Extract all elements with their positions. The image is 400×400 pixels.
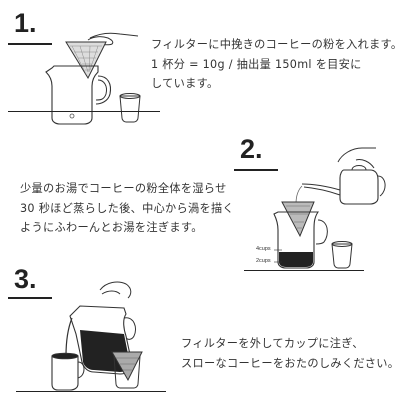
step-2-line-1: 少量のお湯でコーヒーの粉全体を湿らせ [20, 182, 227, 195]
step-1-baseline [8, 111, 160, 112]
step-2-baseline [244, 270, 364, 271]
step-1-illustration [45, 32, 141, 125]
step-3-underline [8, 297, 52, 299]
step-2-underline [234, 169, 278, 171]
step-1-number: 1. [14, 8, 37, 38]
step-3-number: 3. [14, 264, 37, 294]
step-3-line-1: フィルターを外してカップに注ぎ、 [181, 337, 364, 350]
step-1-line-1: フィルターに中挽きのコーヒーの粉を入れます。 [151, 38, 400, 51]
step-2-number: 2. [240, 134, 263, 164]
step-3-baseline [16, 391, 166, 392]
step-2-description: 少量のお湯でコーヒーの粉全体を湿らせ 30 秒ほど蒸らした後、中心から渦を描く … [20, 179, 234, 238]
step-1-description: フィルターに中挽きのコーヒーの粉を入れます。 1 杯分 = 10g / 抽出量 … [151, 35, 400, 94]
step-1-line-3: しています。 [151, 77, 219, 90]
step-3-illustration [51, 281, 143, 391]
step-3-line-2: スローなコーヒーをおたのしみください。 [181, 356, 400, 370]
step-1-underline [8, 43, 52, 45]
step-2-line-3: ようにふわーんとお湯を注ぎます。 [20, 221, 203, 234]
step-2-line-2: 30 秒ほど蒸らした後、中心から渦を描く [20, 201, 234, 215]
cup-level-2cups: 2cups [256, 258, 271, 264]
step-2-illustration [273, 147, 386, 269]
step-1-line-2: 1 杯分 = 10g / 抽出量 150ml を目安に [151, 57, 362, 71]
step-3-description: フィルターを外してカップに注ぎ、 スローなコーヒーをおたのしみください。 [181, 334, 399, 373]
cup-level-4cups: 4cups [256, 246, 271, 252]
